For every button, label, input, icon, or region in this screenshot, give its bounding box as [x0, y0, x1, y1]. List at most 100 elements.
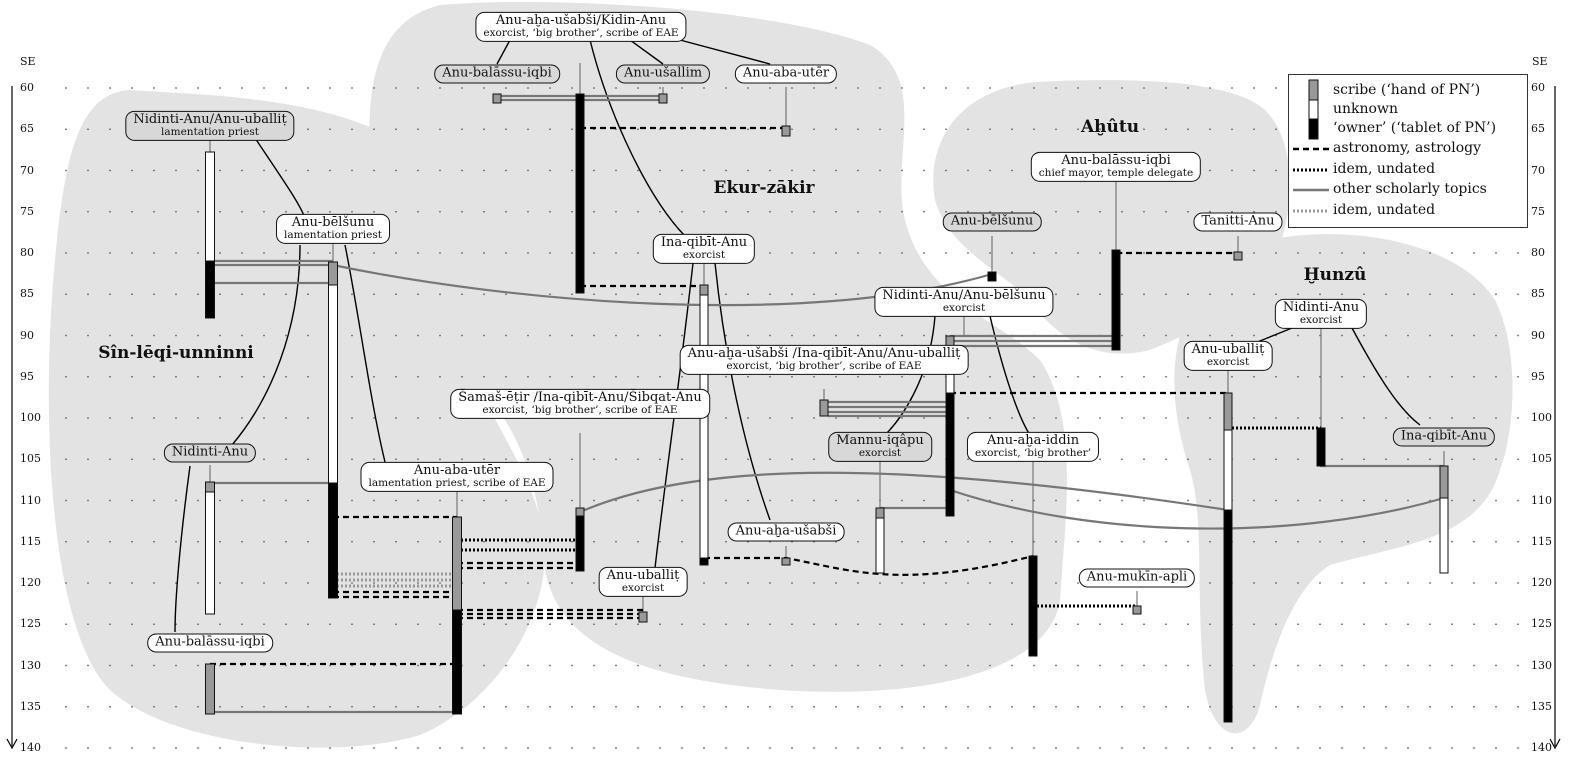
grid-dot	[1517, 293, 1519, 296]
person-node-balassu_s[interactable]: Anu-balāssu-iqbi	[147, 633, 273, 653]
grid-dot	[1209, 417, 1211, 419]
grid-dot	[1385, 747, 1387, 749]
grid-dot	[725, 87, 727, 89]
grid-dot	[571, 128, 573, 131]
grid-dot	[1495, 334, 1497, 337]
grid-dot	[593, 540, 595, 543]
grid-dot	[351, 210, 353, 213]
grid-dot	[835, 169, 837, 172]
grid-dot	[1231, 128, 1233, 131]
grid-dot	[461, 169, 463, 172]
grid-dot	[307, 582, 309, 584]
grid-dot	[747, 128, 749, 131]
person-node-abauter_e[interactable]: Anu-aba-utēr	[734, 64, 838, 84]
grid-dot	[813, 499, 815, 502]
person-node-balassu_e[interactable]: Anu-balāssu-iqbi	[434, 64, 560, 84]
grid-dot	[175, 664, 177, 667]
person-name: Anu-balāssu-iqbi	[155, 634, 265, 650]
grid-dot	[263, 293, 265, 296]
person-node-inaqibit_h[interactable]: Ina-qibīt-Anu	[1392, 427, 1496, 447]
grid-dot	[1143, 417, 1145, 419]
grid-dot	[549, 169, 551, 172]
grid-dot	[1209, 499, 1211, 502]
grid-dot	[395, 623, 397, 626]
grid-dot	[1341, 623, 1343, 626]
person-node-ahausabsi_e[interactable]: Anu-aḫa-ušabši	[727, 522, 845, 542]
grid-dot	[505, 747, 507, 749]
grid-dot	[87, 458, 89, 461]
person-node-nidinti_s[interactable]: Nidinti-Anu	[163, 443, 257, 463]
grid-dot	[1077, 293, 1079, 296]
grid-dot	[1099, 540, 1101, 543]
grid-dot	[593, 169, 595, 172]
person-name: Anu-uballiṭ	[1191, 341, 1265, 357]
grid-dot	[1121, 375, 1123, 378]
grid-dot	[505, 499, 507, 502]
grid-dot	[1363, 458, 1365, 461]
grid-dot	[1319, 499, 1321, 502]
grid-dot	[1143, 375, 1145, 378]
grid-dot	[241, 252, 243, 254]
grid-dot	[989, 375, 991, 378]
person-node-ahausabsi_mid[interactable]: Anu-aḫa-ušabši /Ina-qibīt-Anu/Anu-uballi…	[679, 344, 969, 376]
grid-dot	[1011, 540, 1013, 543]
grid-dot	[1143, 540, 1145, 543]
grid-dot	[1495, 252, 1497, 254]
grid-dot	[659, 705, 661, 708]
grid-dot	[285, 375, 287, 378]
person-node-tanitti[interactable]: Tanitti-Anu	[1193, 212, 1283, 232]
person-node-usallim[interactable]: Anu-ušallim	[615, 64, 711, 84]
person-node-mukin[interactable]: Anu-mukīn-apli	[1078, 568, 1196, 588]
grid-dot	[131, 623, 133, 626]
grid-dot	[835, 87, 837, 89]
grid-dot	[967, 417, 969, 419]
person-node-belsunu_a[interactable]: Anu-bēlšunu	[942, 212, 1042, 232]
grid-dot	[725, 458, 727, 461]
person-role: lamentation priest	[161, 125, 259, 138]
grid-dot	[87, 87, 89, 89]
grid-dot	[1363, 623, 1365, 626]
grid-dot	[241, 499, 243, 502]
grid-dot	[461, 87, 463, 89]
tick-label-right: 80	[1531, 246, 1545, 259]
grid-dot	[549, 375, 551, 378]
grid-dot	[483, 747, 485, 749]
timeline-bar	[658, 93, 668, 104]
grid-dot	[835, 334, 837, 337]
grid-dot	[1143, 210, 1145, 213]
grid-dot	[1253, 169, 1255, 172]
grid-dot	[549, 334, 551, 337]
grid-dot	[901, 540, 903, 543]
grid-dot	[109, 458, 111, 461]
tick-label-right: 140	[1531, 741, 1552, 754]
tick-label-left: 140	[20, 741, 41, 754]
grid-dot	[1429, 417, 1431, 419]
grid-dot	[439, 375, 441, 378]
grid-dot	[263, 623, 265, 626]
grid-dot	[1495, 664, 1497, 667]
grid-dot	[483, 499, 485, 502]
grid-dot	[131, 417, 133, 419]
grid-dot	[65, 334, 67, 337]
grid-dot	[1385, 334, 1387, 337]
tick-label-right: 115	[1531, 534, 1552, 548]
grid-dot	[329, 747, 331, 749]
grid-dot	[813, 210, 815, 213]
grid-dot	[351, 169, 353, 172]
grid-dot	[615, 623, 617, 626]
grid-dot	[109, 499, 111, 502]
grid-dot	[351, 540, 353, 543]
